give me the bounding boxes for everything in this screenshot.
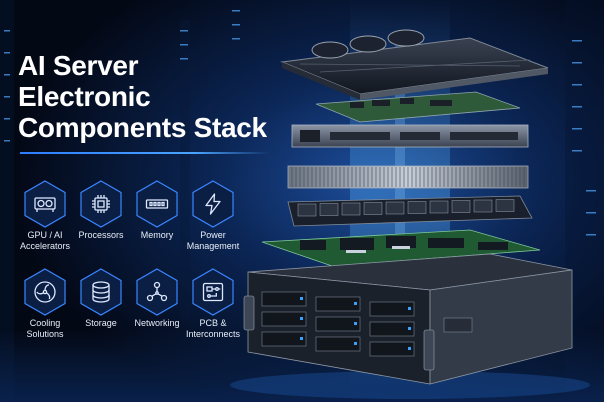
drive-led <box>300 337 303 340</box>
dimm-module <box>495 199 515 212</box>
memory-module-icon <box>145 199 169 209</box>
drive-led <box>408 327 411 330</box>
heatsink-layer <box>287 165 529 189</box>
dimm-module <box>429 200 449 214</box>
server-chassis-layer <box>243 253 573 385</box>
dimm-module <box>297 203 317 217</box>
drive-led <box>300 297 303 300</box>
component-tile-storage: Storage <box>66 268 136 329</box>
component-label: PCB &Interconnects <box>185 318 241 339</box>
dimm-module <box>319 203 339 216</box>
drive-led <box>354 322 357 325</box>
dimm-module <box>341 202 361 216</box>
component-label: Processors <box>78 230 124 240</box>
page-title: AI Server Electronic Components Stack <box>18 50 267 143</box>
drive-led <box>300 317 303 320</box>
title-line: Electronic <box>18 81 151 112</box>
component-label: Networking <box>134 318 180 328</box>
drive-led <box>408 347 411 350</box>
drive-bay <box>315 336 361 352</box>
main-board-layer <box>261 229 541 267</box>
cpu-chip-icon <box>92 195 110 213</box>
component-label: Memory <box>140 230 174 240</box>
dimm-module <box>363 202 383 215</box>
component-tile-memory: Memory <box>122 180 192 241</box>
gpu-card-icon <box>34 197 56 212</box>
fan-icon <box>34 281 56 303</box>
title-line: AI Server <box>18 50 139 81</box>
drive-bay <box>369 301 415 317</box>
circuit-board-icon <box>202 282 224 302</box>
dimm-module <box>473 199 493 213</box>
drive-bay <box>315 296 361 312</box>
top-cover-fans-layer <box>280 29 549 100</box>
title-line: Components Stack <box>18 112 267 143</box>
drive-led <box>354 302 357 305</box>
drive-bay <box>261 291 307 307</box>
drive-bay <box>315 316 361 332</box>
lightning-bolt-icon <box>205 193 221 215</box>
component-label: Storage <box>85 318 117 328</box>
component-tile-networking: Networking <box>122 268 192 329</box>
motherboard-layer <box>315 91 521 123</box>
title-underline <box>20 152 270 154</box>
dimm-module <box>451 200 471 213</box>
dimm-module <box>385 201 405 215</box>
dimm-module <box>407 201 427 214</box>
drive-bay <box>369 341 415 357</box>
component-tile-processors: Processors <box>66 180 136 241</box>
drive-bay <box>261 331 307 347</box>
drive-bay <box>261 311 307 327</box>
drive-led <box>354 342 357 345</box>
drive-bay <box>369 321 415 337</box>
network-nodes-icon <box>146 281 168 302</box>
drive-led <box>408 307 411 310</box>
memory-bank-layer <box>287 195 533 227</box>
database-icon <box>92 281 110 303</box>
power-supply-layer <box>291 124 529 148</box>
component-tile-pcb: PCB &Interconnects <box>178 268 248 340</box>
